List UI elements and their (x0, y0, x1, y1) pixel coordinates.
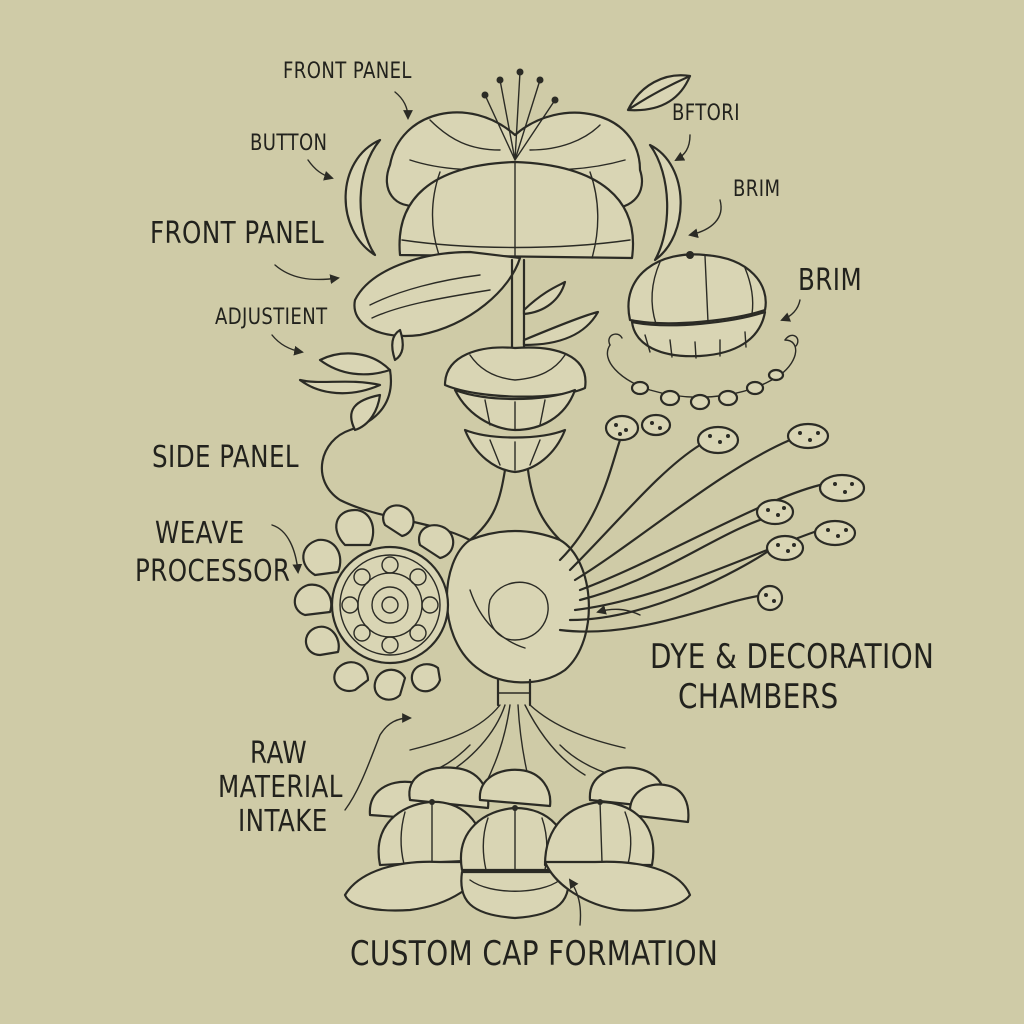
bead-chain (606, 333, 799, 411)
weave-processor-wheel (293, 504, 455, 701)
label-front-panel-top: FRONT PANEL (283, 59, 412, 84)
label-bftori: BFTORI (672, 101, 740, 126)
label-weave-processor-line2: PROCESSOR (135, 554, 291, 589)
left-vine (298, 328, 472, 542)
label-raw-material-line3: INTAKE (238, 804, 328, 839)
label-raw-material-line1: RAW (250, 736, 308, 771)
label-side-panel: SIDE PANEL (152, 440, 300, 475)
middle-flower (443, 346, 587, 474)
dye-tendrils (558, 413, 866, 633)
label-dye-chambers-line1: DYE & DECORATION (650, 637, 935, 677)
label-brim-1: BRIM (733, 177, 781, 202)
label-weave-processor-line1: WEAVE (155, 516, 245, 551)
label-dye-chambers-line2: CHAMBERS (678, 677, 839, 717)
label-front-panel-large: FRONT PANEL (150, 216, 325, 251)
cap-formation-row (343, 766, 692, 920)
floating-leaf (626, 74, 692, 112)
label-raw-material-line2: MATERIAL (218, 770, 343, 805)
label-brim-2: BRIM (798, 263, 863, 298)
bulb-body (445, 468, 590, 707)
main-stem (510, 258, 600, 352)
right-cap (627, 251, 767, 359)
label-custom-cap-formation: CUSTOM CAP FORMATION (350, 934, 719, 974)
label-button: BUTTON (250, 131, 328, 156)
label-arrows (271, 91, 801, 926)
top-flower-cap (344, 68, 682, 338)
label-adjustment: ADJUSTIENT (215, 305, 328, 330)
